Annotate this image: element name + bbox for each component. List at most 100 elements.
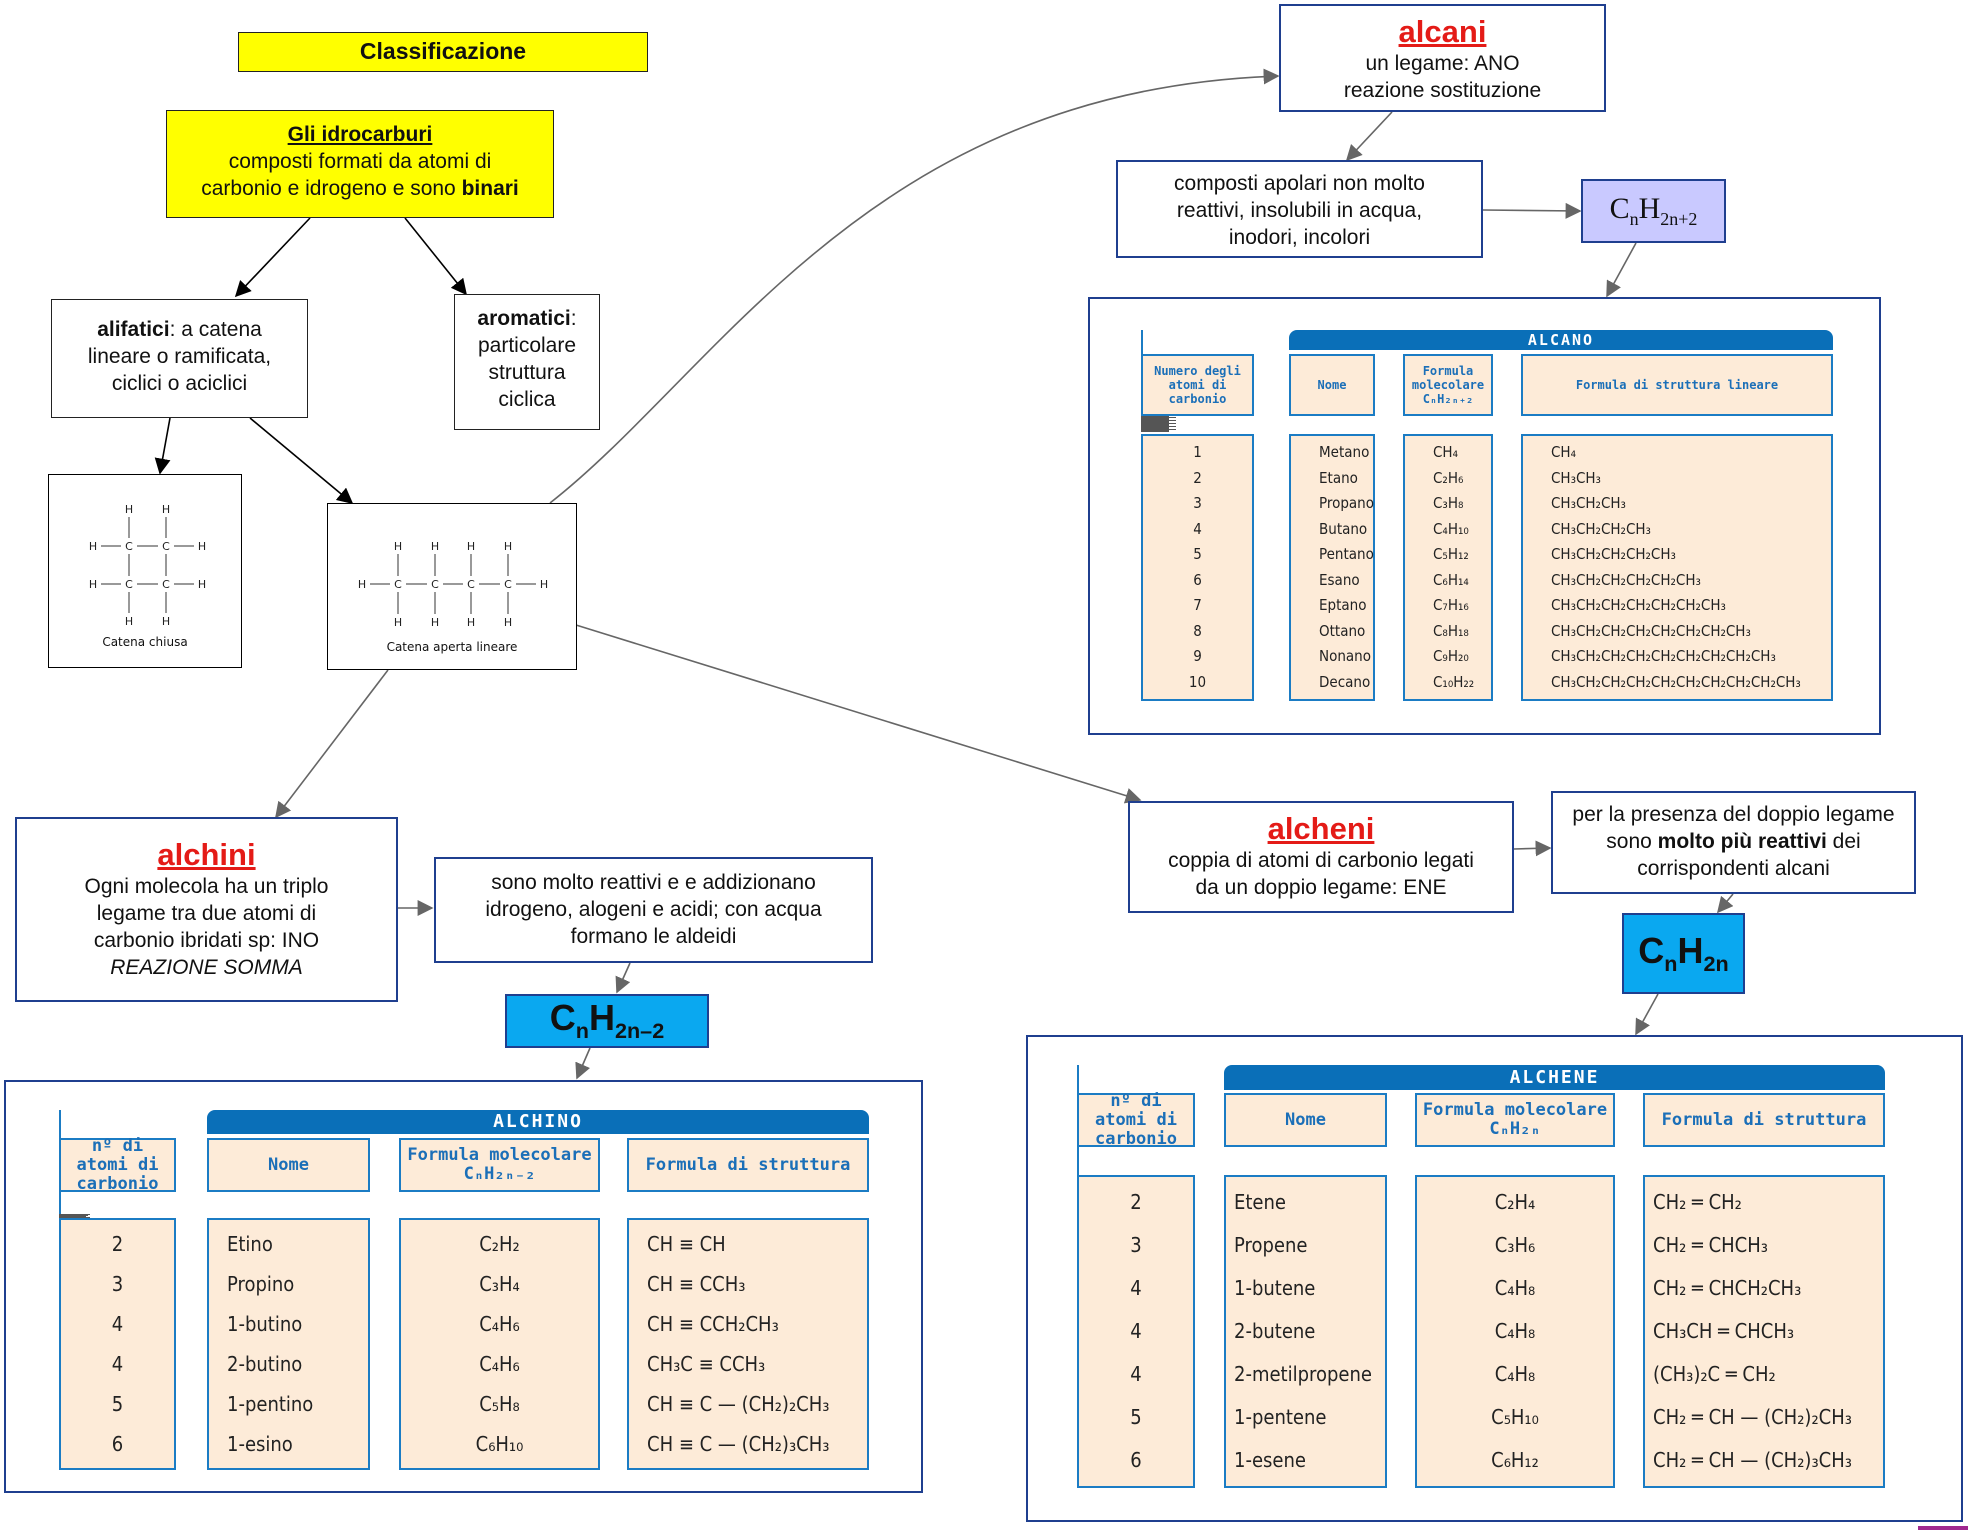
table_alcano-cell-9-2: C₁₀H₂₂ — [1433, 672, 1475, 691]
table_alchene-cell-3-2: C₄H₈ — [1494, 1319, 1536, 1343]
table_alchene-cell-5-2: C₅H₁₀ — [1491, 1405, 1539, 1429]
table_alchino-row-connector-0-0 — [59, 1214, 90, 1215]
table_alcano-col-header-2: Formula molecolare CₙH₂ₙ₊₂ — [1403, 354, 1493, 416]
alchini-formula: CnH2n–2 — [505, 994, 709, 1048]
table_alchino-cell-3-3: CH₃C ≡ CCH₃ — [647, 1352, 766, 1376]
svg-text:H: H — [198, 578, 206, 591]
table_alcano-row-connector-5-1 — [1141, 418, 1169, 419]
table_alchino-cell-5-1: 1-esino — [227, 1432, 293, 1456]
alcani-line2: reazione sostituzione — [1343, 79, 1542, 102]
arrow-to-alcheni — [575, 624, 1142, 804]
svg-text:C: C — [467, 578, 475, 591]
table_alchino-cell-4-3: CH ≡ C — (CH₂)₂CH₃ — [647, 1392, 830, 1416]
svg-text:C: C — [162, 578, 170, 591]
arrow-to-alifatici — [234, 217, 311, 298]
alcani-props1: composti apolari non molto — [1174, 172, 1425, 195]
table_alcano-cell-3-0: 4 — [1193, 519, 1202, 538]
table_alcano-row-connector-8-1 — [1141, 427, 1169, 428]
svg-text:H: H — [162, 615, 170, 628]
table_alcano-row-connector-7-0 — [1141, 423, 1176, 424]
table_alchene-cell-3-0: 4 — [1130, 1319, 1142, 1343]
svg-text:C: C — [394, 578, 402, 591]
arrow-alchini-table — [575, 1047, 591, 1080]
idrocarburi-line2: carbonio e idrogeno e sono — [201, 177, 456, 200]
table_alchino-cell-1-0: 3 — [111, 1272, 124, 1296]
alcani-line1: un legame: ANO — [1365, 52, 1520, 75]
table_alchene-cell-0-1: Etene — [1234, 1190, 1286, 1214]
svg-text:H: H — [394, 540, 402, 553]
arrow-alcheni-table — [1635, 993, 1659, 1036]
table_alcano-cell-8-1: Nonano — [1319, 647, 1371, 665]
arrow-to-aromatici — [404, 217, 468, 296]
table_alchene-cell-4-0: 4 — [1130, 1362, 1142, 1386]
table_alcano-col-header-3: Formula di struttura lineare — [1521, 354, 1833, 416]
alchini-formula-sub: 2n–2 — [614, 1018, 665, 1044]
arrow-alcani-table — [1606, 242, 1637, 298]
table_alchino-cell-3-2: C₄H₆ — [479, 1352, 520, 1376]
table_alchene-cell-3-1: 2-butene — [1234, 1319, 1316, 1343]
idrocarburi-bold: binari — [461, 177, 519, 200]
table_alcano-row-connector-6-1 — [1141, 421, 1169, 422]
svg-text:H: H — [125, 615, 133, 628]
table_alchene-cell-1-0: 3 — [1130, 1233, 1142, 1257]
table_alchino-row-connector-0-1 — [59, 1215, 88, 1216]
svg-text:H: H — [125, 503, 133, 516]
table_alcano-cell-6-3: CH₃CH₂CH₂CH₂CH₂CH₂CH₃ — [1551, 596, 1726, 614]
table_alcano-col-body-2 — [1403, 434, 1493, 701]
svg-text:H: H — [394, 616, 402, 629]
table_alchino-col-header-1: Nome — [207, 1138, 370, 1192]
arrow-alcani-props — [1345, 111, 1393, 162]
arrow-alcheni-props — [1513, 840, 1552, 857]
table_alcano-row-connector-9-0 — [1141, 429, 1176, 430]
table_alchino-cell-5-2: C₆H₁₀ — [475, 1432, 524, 1456]
svg-text:C: C — [162, 540, 170, 553]
table_alcano-cell-6-1: Eptano — [1319, 596, 1367, 614]
table_alcano-cell-1-2: C₂H₆ — [1433, 468, 1464, 487]
table_alcano-cell-2-1: Propano — [1319, 494, 1374, 512]
alcheni-props2b: molto più reattivi — [1657, 830, 1827, 853]
arrow-alcheni-formula — [1716, 893, 1734, 914]
table_alchene-cell-1-1: Propene — [1234, 1233, 1308, 1257]
table_alcano-cell-1-3: CH₃CH₃ — [1551, 468, 1601, 487]
alcani-title: alcani — [1398, 14, 1487, 49]
table_alcano-cell-6-0: 7 — [1193, 596, 1202, 614]
table_alcano-row-connector-8-2 — [1141, 428, 1169, 429]
idrocarburi-box: Gli idrocarburi composti formati da atom… — [166, 110, 554, 218]
table_alchino-cell-2-2: C₄H₆ — [479, 1312, 520, 1336]
table_alcano-cell-1-0: 2 — [1193, 468, 1202, 487]
svg-text:H: H — [198, 540, 206, 553]
alcheni-props2a: sono — [1606, 830, 1658, 853]
table_alcano-cell-9-3: CH₃CH₂CH₂CH₂CH₂CH₂CH₂CH₂CH₂CH₃ — [1551, 672, 1801, 691]
table_alcano-cell-4-2: C₅H₁₂ — [1433, 545, 1469, 563]
table_alchene-col-header-3: Formula di struttura — [1643, 1093, 1885, 1147]
svg-text:H: H — [431, 616, 439, 629]
idrocarburi-title: Gli idrocarburi — [287, 123, 433, 146]
table_alcano-row-connector-6-0 — [1141, 420, 1176, 421]
table_alchene-cell-2-1: 1-butene — [1234, 1276, 1316, 1300]
table_alchene-cell-4-1: 2-metilpropene — [1234, 1362, 1372, 1386]
alchini-title: alchini — [157, 837, 256, 872]
table_alcano-row-connector-7-2 — [1141, 425, 1169, 426]
table_alchino-cell-0-2: C₂H₂ — [479, 1232, 520, 1256]
svg-text:C: C — [125, 540, 133, 553]
svg-text:H: H — [89, 578, 97, 591]
table_alchino-col-header-2: Formula molecolare CₙH₂ₙ₋₂ — [399, 1138, 600, 1192]
alcani-formula-sub: 2n+2 — [1660, 209, 1698, 229]
table_alchino-cell-3-0: 4 — [111, 1352, 124, 1376]
table_alcano-cell-2-3: CH₃CH₂CH₃ — [1551, 494, 1626, 512]
table_alchene-col-body-3 — [1643, 1175, 1885, 1488]
svg-text:H: H — [89, 540, 97, 553]
table_alchene-cell-0-2: C₂H₄ — [1494, 1190, 1536, 1214]
alcheni-formula: CnH2n — [1622, 913, 1745, 994]
table_alcano-cell-1-1: Etano — [1319, 468, 1358, 487]
alchini-line1: Ogni molecola ha un triplo — [84, 875, 329, 898]
table_alchino-cell-2-3: CH ≡ CCH₂CH₃ — [647, 1312, 779, 1336]
table_alchino-cell-3-1: 2-butino — [227, 1352, 303, 1376]
table_alchene-cell-5-1: 1-pentene — [1234, 1405, 1327, 1429]
aromatici-bold: aromatici — [477, 307, 571, 330]
alcheni-box: alcheni coppia di atomi di carbonio lega… — [1128, 801, 1514, 913]
svg-text:H: H — [431, 540, 439, 553]
